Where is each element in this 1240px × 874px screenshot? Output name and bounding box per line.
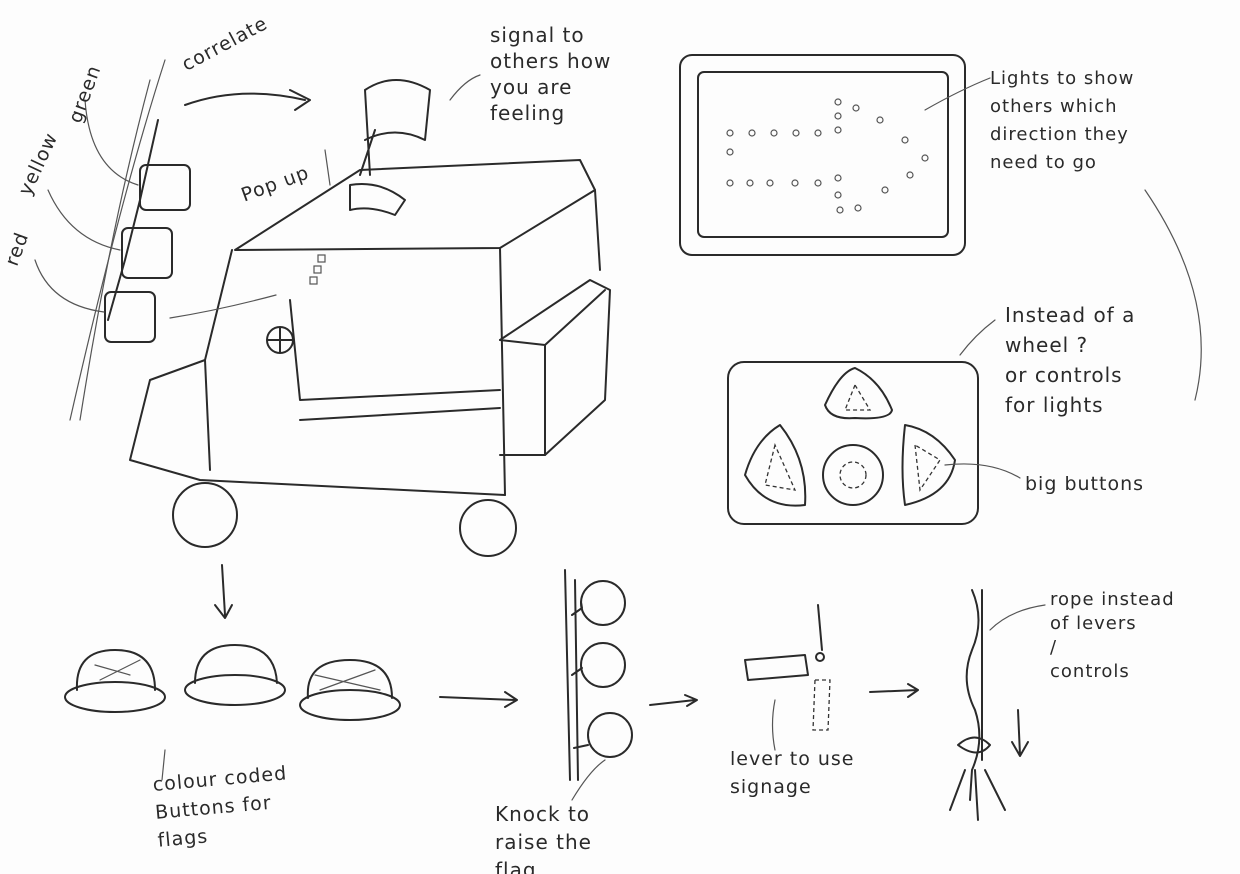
label-wheel: Instead of a wheel ? or controls for lig… bbox=[1005, 303, 1136, 417]
label-big-buttons: big buttons bbox=[1025, 473, 1145, 495]
green-button-sketch bbox=[139, 164, 191, 211]
label-lights: Lights to show others which direction th… bbox=[990, 68, 1135, 173]
flag-sketch bbox=[359, 79, 431, 176]
label-knock: Knock to raise the flag bbox=[495, 802, 592, 874]
side-panel-sketch bbox=[34, 59, 311, 421]
label-colour-coded: colour coded Buttons for flags bbox=[151, 762, 289, 852]
light-board-sketch bbox=[679, 54, 1202, 401]
label-rope: rope instead of levers / controls bbox=[1050, 589, 1175, 682]
vehicle-sketch bbox=[129, 74, 611, 557]
red-button-sketch bbox=[104, 291, 156, 343]
lever-sketch bbox=[744, 604, 919, 751]
yellow-button-sketch bbox=[121, 227, 173, 279]
colour-buttons-sketch bbox=[64, 564, 518, 781]
label-lever: lever to use signage bbox=[730, 748, 855, 798]
arrow-lights bbox=[726, 98, 929, 214]
rope-sketch bbox=[949, 589, 1046, 821]
label-signal: signal to others how you are feeling bbox=[490, 23, 612, 125]
knock-panel-sketch bbox=[564, 569, 698, 801]
control-pad-sketch bbox=[727, 319, 1021, 525]
